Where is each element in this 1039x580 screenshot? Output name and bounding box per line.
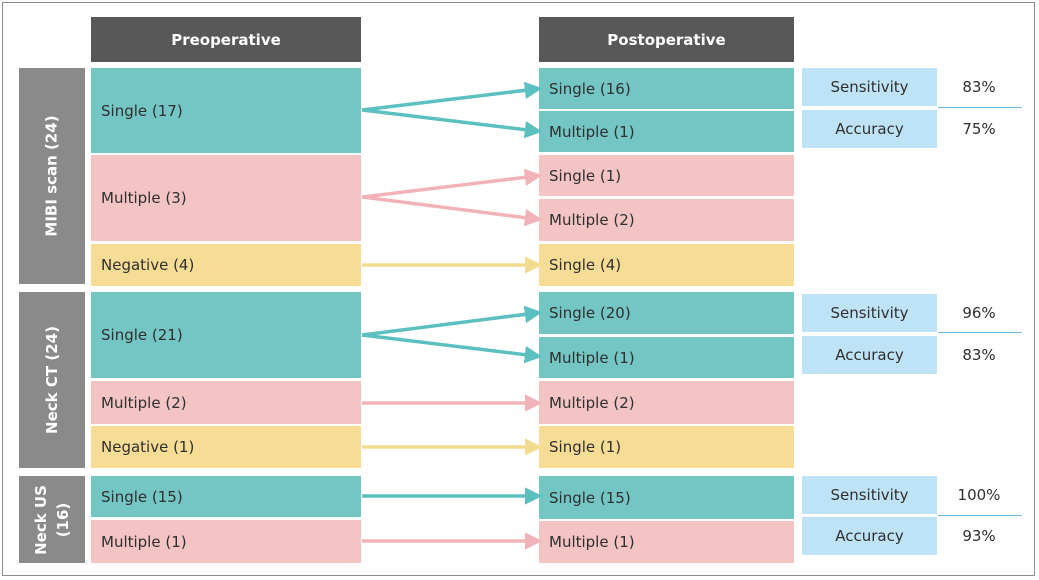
neckct-post-single-1: Single (20) (539, 292, 794, 334)
neckus-pre-multiple: Multiple (1) (91, 520, 361, 563)
group-label-mibi-scan: MIBI scan (24) (19, 68, 85, 284)
arrow-single-icon (361, 333, 543, 364)
arrow-multiple-icon (361, 168, 543, 199)
group-label-neck-us: Neck US (16) (19, 476, 85, 563)
mibi-post-single-3: Single (4) (539, 244, 794, 286)
mibi-pre-multiple: Multiple (3) (91, 155, 361, 241)
mibi-accuracy-value: 75% (962, 120, 996, 138)
mibi-stats-divider (938, 107, 1022, 108)
neckct-pre-multiple: Multiple (2) (91, 381, 361, 424)
neckct-pre-single: Single (21) (91, 292, 361, 378)
header-postoperative: Postoperative (539, 17, 794, 62)
neckus-sensitivity-label: Sensitivity (802, 476, 937, 514)
neckct-stats-divider (938, 332, 1022, 333)
neckus-stats-divider (938, 515, 1022, 516)
neckus-post-multiple: Multiple (1) (539, 521, 794, 563)
mibi-post-multiple-2: Multiple (2) (539, 199, 794, 241)
mibi-pre-single: Single (17) (91, 68, 361, 153)
neckct-post-multiple-1: Multiple (1) (539, 337, 794, 378)
neckct-sensitivity-label: Sensitivity (802, 294, 937, 332)
neckct-sensitivity-value: 96% (962, 304, 996, 322)
arrow-multiple-icon (361, 195, 543, 227)
neckus-accuracy-label: Accuracy (802, 517, 937, 555)
mibi-post-single-2: Single (1) (539, 155, 794, 196)
neckct-post-multiple-2: Multiple (2) (539, 381, 794, 424)
neckct-accuracy-value: 83% (962, 346, 996, 364)
mibi-sensitivity-label: Sensitivity (802, 68, 937, 106)
neckct-post-single-2: Single (1) (539, 426, 794, 468)
neckus-post-single: Single (15) (539, 476, 794, 519)
arrow-single-icon (361, 108, 543, 139)
neckct-accuracy-label: Accuracy (802, 336, 937, 374)
header-preoperative: Preoperative (91, 17, 361, 62)
neckct-pre-negative: Negative (1) (91, 426, 361, 468)
neckus-pre-single: Single (15) (91, 476, 361, 517)
mibi-pre-negative: Negative (4) (91, 244, 361, 286)
mibi-post-multiple-1: Multiple (1) (539, 111, 794, 152)
mibi-sensitivity-value: 83% (962, 78, 996, 96)
group-label-neck-ct: Neck CT (24) (19, 292, 85, 468)
neckus-sensitivity-value: 100% (957, 486, 1001, 504)
mibi-post-single-1: Single (16) (539, 68, 794, 109)
arrow-single-icon (361, 305, 543, 337)
arrow-single-icon (361, 81, 543, 112)
neckus-accuracy-value: 93% (962, 527, 996, 545)
mibi-accuracy-label: Accuracy (802, 110, 937, 148)
